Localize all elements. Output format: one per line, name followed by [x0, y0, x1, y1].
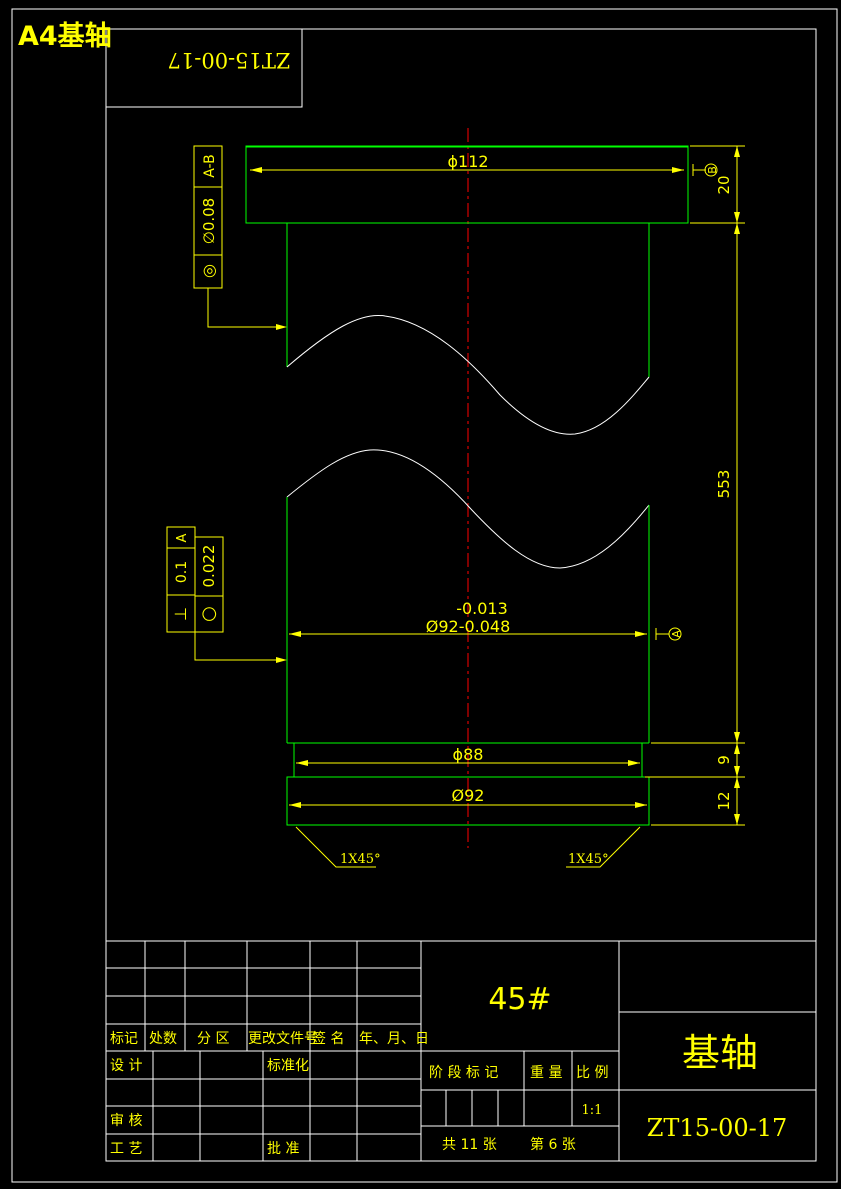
sheets-total: 共 11 张 — [442, 1137, 497, 1153]
dim-main-dia-text: Ø92-0.048 — [426, 617, 511, 636]
dim-arrows-right — [734, 146, 740, 825]
tolerance-frame-lower — [166, 526, 287, 663]
rev-header-date: 年、月、日 — [359, 1031, 429, 1047]
chamfer-leader-right — [566, 826, 641, 868]
datum-b-letter: B — [706, 166, 719, 174]
label-design: 设 计 — [110, 1058, 142, 1074]
part-name: 基轴 — [682, 1031, 758, 1075]
dim-flange-thickness: 20 — [715, 175, 733, 194]
rotated-drawing-number: ZT15-00-17 — [168, 48, 291, 72]
dim-main-tolerance-upper: -0.013 — [456, 599, 508, 618]
dim-main-dia — [289, 631, 647, 637]
dim-top-flange — [250, 167, 684, 173]
tol-upper-symbol: ◎ — [199, 264, 218, 278]
dim-top-flange-text: ϕ112 — [447, 152, 488, 171]
label-review: 审 核 — [110, 1113, 142, 1129]
dim-step-length: 9 — [715, 755, 733, 765]
tolerance-frame-upper — [193, 145, 287, 330]
chamfer-left-text: 1X45° — [340, 852, 381, 867]
chamfer-leader-left — [295, 826, 376, 868]
dim-base-dia-text: Ø92 — [452, 786, 485, 805]
datum-a-letter: A — [670, 630, 683, 638]
label-process: 工 艺 — [110, 1141, 142, 1157]
tol-lower-symbol: ○ — [198, 606, 219, 622]
rev-header-mark: 标记 — [110, 1031, 138, 1047]
top-flange — [245, 145, 689, 224]
label-scale: 比 例 — [576, 1065, 608, 1081]
datum-b-circle — [704, 163, 718, 177]
rev-header-count: 处数 — [149, 1031, 177, 1047]
sheet-number: 第 6 张 — [530, 1136, 576, 1153]
tol-lower-datum: A — [175, 533, 190, 542]
label-stage-mark: 阶 段 标 记 — [429, 1065, 498, 1081]
rev-header-sign: 签 名 — [312, 1030, 344, 1047]
break-line-lower — [286, 449, 650, 569]
dim-base-length: 12 — [715, 791, 733, 810]
dim-base-dia — [289, 802, 647, 808]
title-block — [105, 940, 817, 1162]
tol-lower-value2: 0.1 — [174, 561, 190, 583]
tol-upper-value: ∅0.08 — [200, 198, 218, 244]
dim-step-dia-text: ϕ88 — [453, 745, 484, 764]
rev-header-zone: 分 区 — [197, 1031, 229, 1047]
break-line-upper — [286, 314, 650, 435]
material: 45# — [488, 982, 551, 1017]
corner-label: A4基轴 — [18, 21, 112, 52]
tol-lower-symbol2: ⊥ — [171, 607, 190, 621]
dim-overall-length: 553 — [715, 470, 733, 499]
chamfer-right-text: 1X45° — [568, 852, 609, 867]
label-standardize: 标准化 — [267, 1058, 309, 1074]
tol-upper-datum: A-B — [202, 154, 218, 177]
tol-lower-value: 0.022 — [200, 545, 218, 588]
outer-border — [11, 8, 838, 1183]
dim-step-dia — [296, 760, 640, 766]
drawing-number: ZT15-00-17 — [647, 1114, 788, 1142]
datum-a-circle — [668, 627, 682, 641]
rev-header-doc: 更改文件号 — [248, 1031, 318, 1047]
label-approve: 批 准 — [267, 1141, 299, 1157]
rotated-number-box — [105, 28, 303, 108]
scale-value: 1:1 — [582, 1103, 603, 1118]
label-weight: 重 量 — [530, 1065, 562, 1081]
